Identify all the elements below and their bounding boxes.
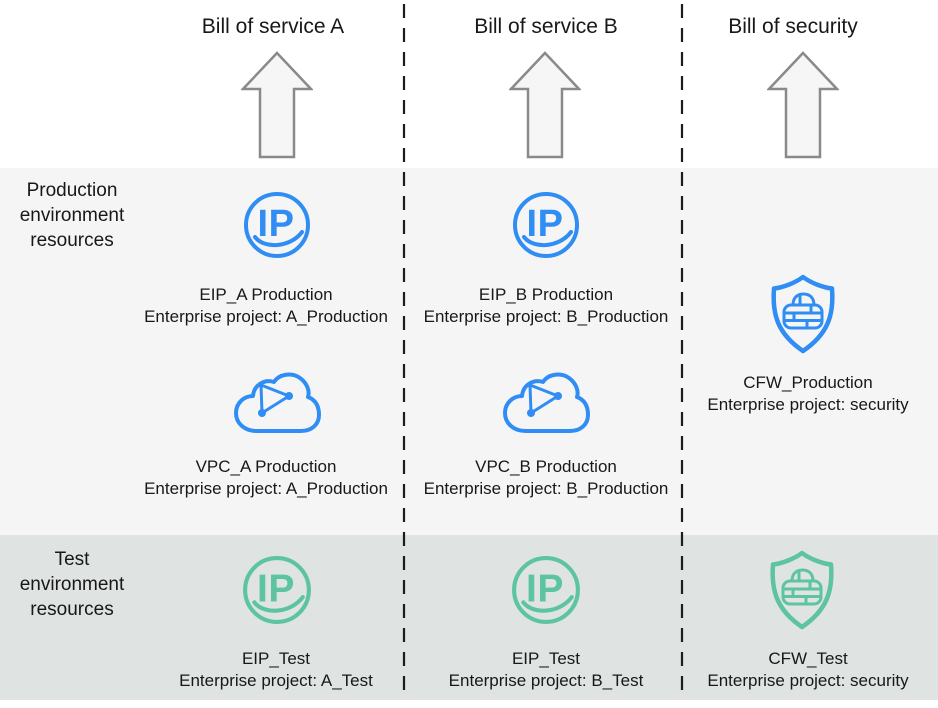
resource-project: Enterprise project: A_Production xyxy=(144,478,388,498)
band-label-line: resources xyxy=(30,230,114,251)
resource-name: EIP_Test xyxy=(241,649,311,668)
resource-caption: VPC_B Production Enterprise project: B_P… xyxy=(386,456,706,499)
band-label-line: environment xyxy=(19,205,125,226)
up-arrow-icon xyxy=(767,51,839,159)
test-band-label: Test environment resources xyxy=(2,547,142,622)
resource-project: Enterprise project: security xyxy=(707,670,909,690)
resource-name: CFW_Production xyxy=(743,373,873,392)
band-label-line: Test xyxy=(54,549,90,570)
resource-caption: CFW_Production Enterprise project: secur… xyxy=(648,372,938,415)
band-label-line: environment xyxy=(19,574,125,595)
band-label-line: Production xyxy=(26,180,118,201)
eip-icon xyxy=(511,190,581,260)
resource-caption: VPC_A Production Enterprise project: A_P… xyxy=(106,456,426,499)
eip-icon xyxy=(242,190,312,260)
resource-project: Enterprise project: B_Test xyxy=(448,670,644,690)
up-arrow-icon xyxy=(509,51,581,159)
column-header-service-a: Bill of service A xyxy=(201,15,345,38)
up-arrow-icon xyxy=(241,51,313,159)
resource-name: EIP_Test xyxy=(511,649,581,668)
resource-name: EIP_B Production xyxy=(478,285,614,304)
column-header-service-b: Bill of service B xyxy=(474,15,618,38)
resource-caption: EIP_Test Enterprise project: A_Test xyxy=(116,648,436,691)
resource-caption: EIP_Test Enterprise project: B_Test xyxy=(386,648,706,691)
eip-icon xyxy=(241,554,313,626)
resource-project: Enterprise project: B_Production xyxy=(423,306,669,326)
production-band xyxy=(0,168,938,535)
production-band-label: Production environment resources xyxy=(2,178,142,253)
resource-name: EIP_A Production xyxy=(199,285,333,304)
vpc-cloud-icon xyxy=(500,369,592,435)
resource-caption: EIP_A Production Enterprise project: A_P… xyxy=(106,284,426,327)
band-label-line: resources xyxy=(30,599,114,620)
column-header-security: Bill of security xyxy=(728,15,858,38)
resource-project: Enterprise project: security xyxy=(707,394,909,414)
cfw-shield-icon xyxy=(764,272,842,356)
resource-name: CFW_Test xyxy=(768,649,848,668)
resource-project: Enterprise project: A_Test xyxy=(179,670,373,690)
resource-name: VPC_B Production xyxy=(475,457,617,476)
resource-project: Enterprise project: B_Production xyxy=(423,478,669,498)
resource-caption: EIP_B Production Enterprise project: B_P… xyxy=(386,284,706,327)
vpc-cloud-icon xyxy=(231,369,323,435)
cfw-shield-icon xyxy=(763,548,841,632)
resource-caption: CFW_Test Enterprise project: security xyxy=(648,648,938,691)
eip-icon xyxy=(510,554,582,626)
resource-project: Enterprise project: A_Production xyxy=(144,306,388,326)
resource-name: VPC_A Production xyxy=(195,457,337,476)
